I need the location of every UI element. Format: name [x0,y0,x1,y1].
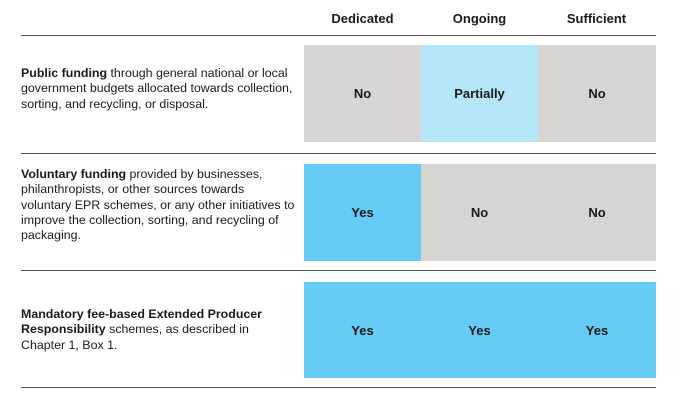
table-cell-public-ongoing: Partially [421,45,538,142]
table-cell-voluntary-sufficient: No [538,164,656,261]
table-cell-mandatory-sufficient: Yes [538,282,656,378]
row-divider [21,270,656,271]
row-title: Public funding [21,66,108,80]
column-header-ongoing: Ongoing [452,11,507,26]
row-mandatory-epr-label: Mandatory fee-based Extended Producer Re… [21,307,296,353]
row-divider [21,153,656,154]
table-cell-public-sufficient: No [538,45,656,142]
column-header-dedicated: Dedicated [331,11,394,26]
column-header-sufficient: Sufficient [566,11,627,26]
table-cell-public-dedicated: No [304,45,421,142]
row-description: through general national or local govern… [21,66,293,111]
row-voluntary-funding-label: Voluntary funding provided by businesses… [21,167,296,243]
table-cell-voluntary-dedicated: Yes [304,164,421,261]
table-bottom-divider [21,387,656,388]
row-title: Voluntary funding [21,167,127,181]
row-description: schemes, as described in Chapter 1, Box … [21,322,249,352]
header-divider [21,35,656,36]
row-title: Mandatory fee-based Extended Producer Re… [21,307,262,337]
row-public-funding-label: Public funding through general national … [21,66,296,112]
table-cell-mandatory-dedicated: Yes [304,282,421,378]
table-cell-voluntary-ongoing: No [421,164,538,261]
table-cell-mandatory-ongoing: Yes [421,282,538,378]
row-description: provided by businesses, philanthropists,… [21,167,295,243]
